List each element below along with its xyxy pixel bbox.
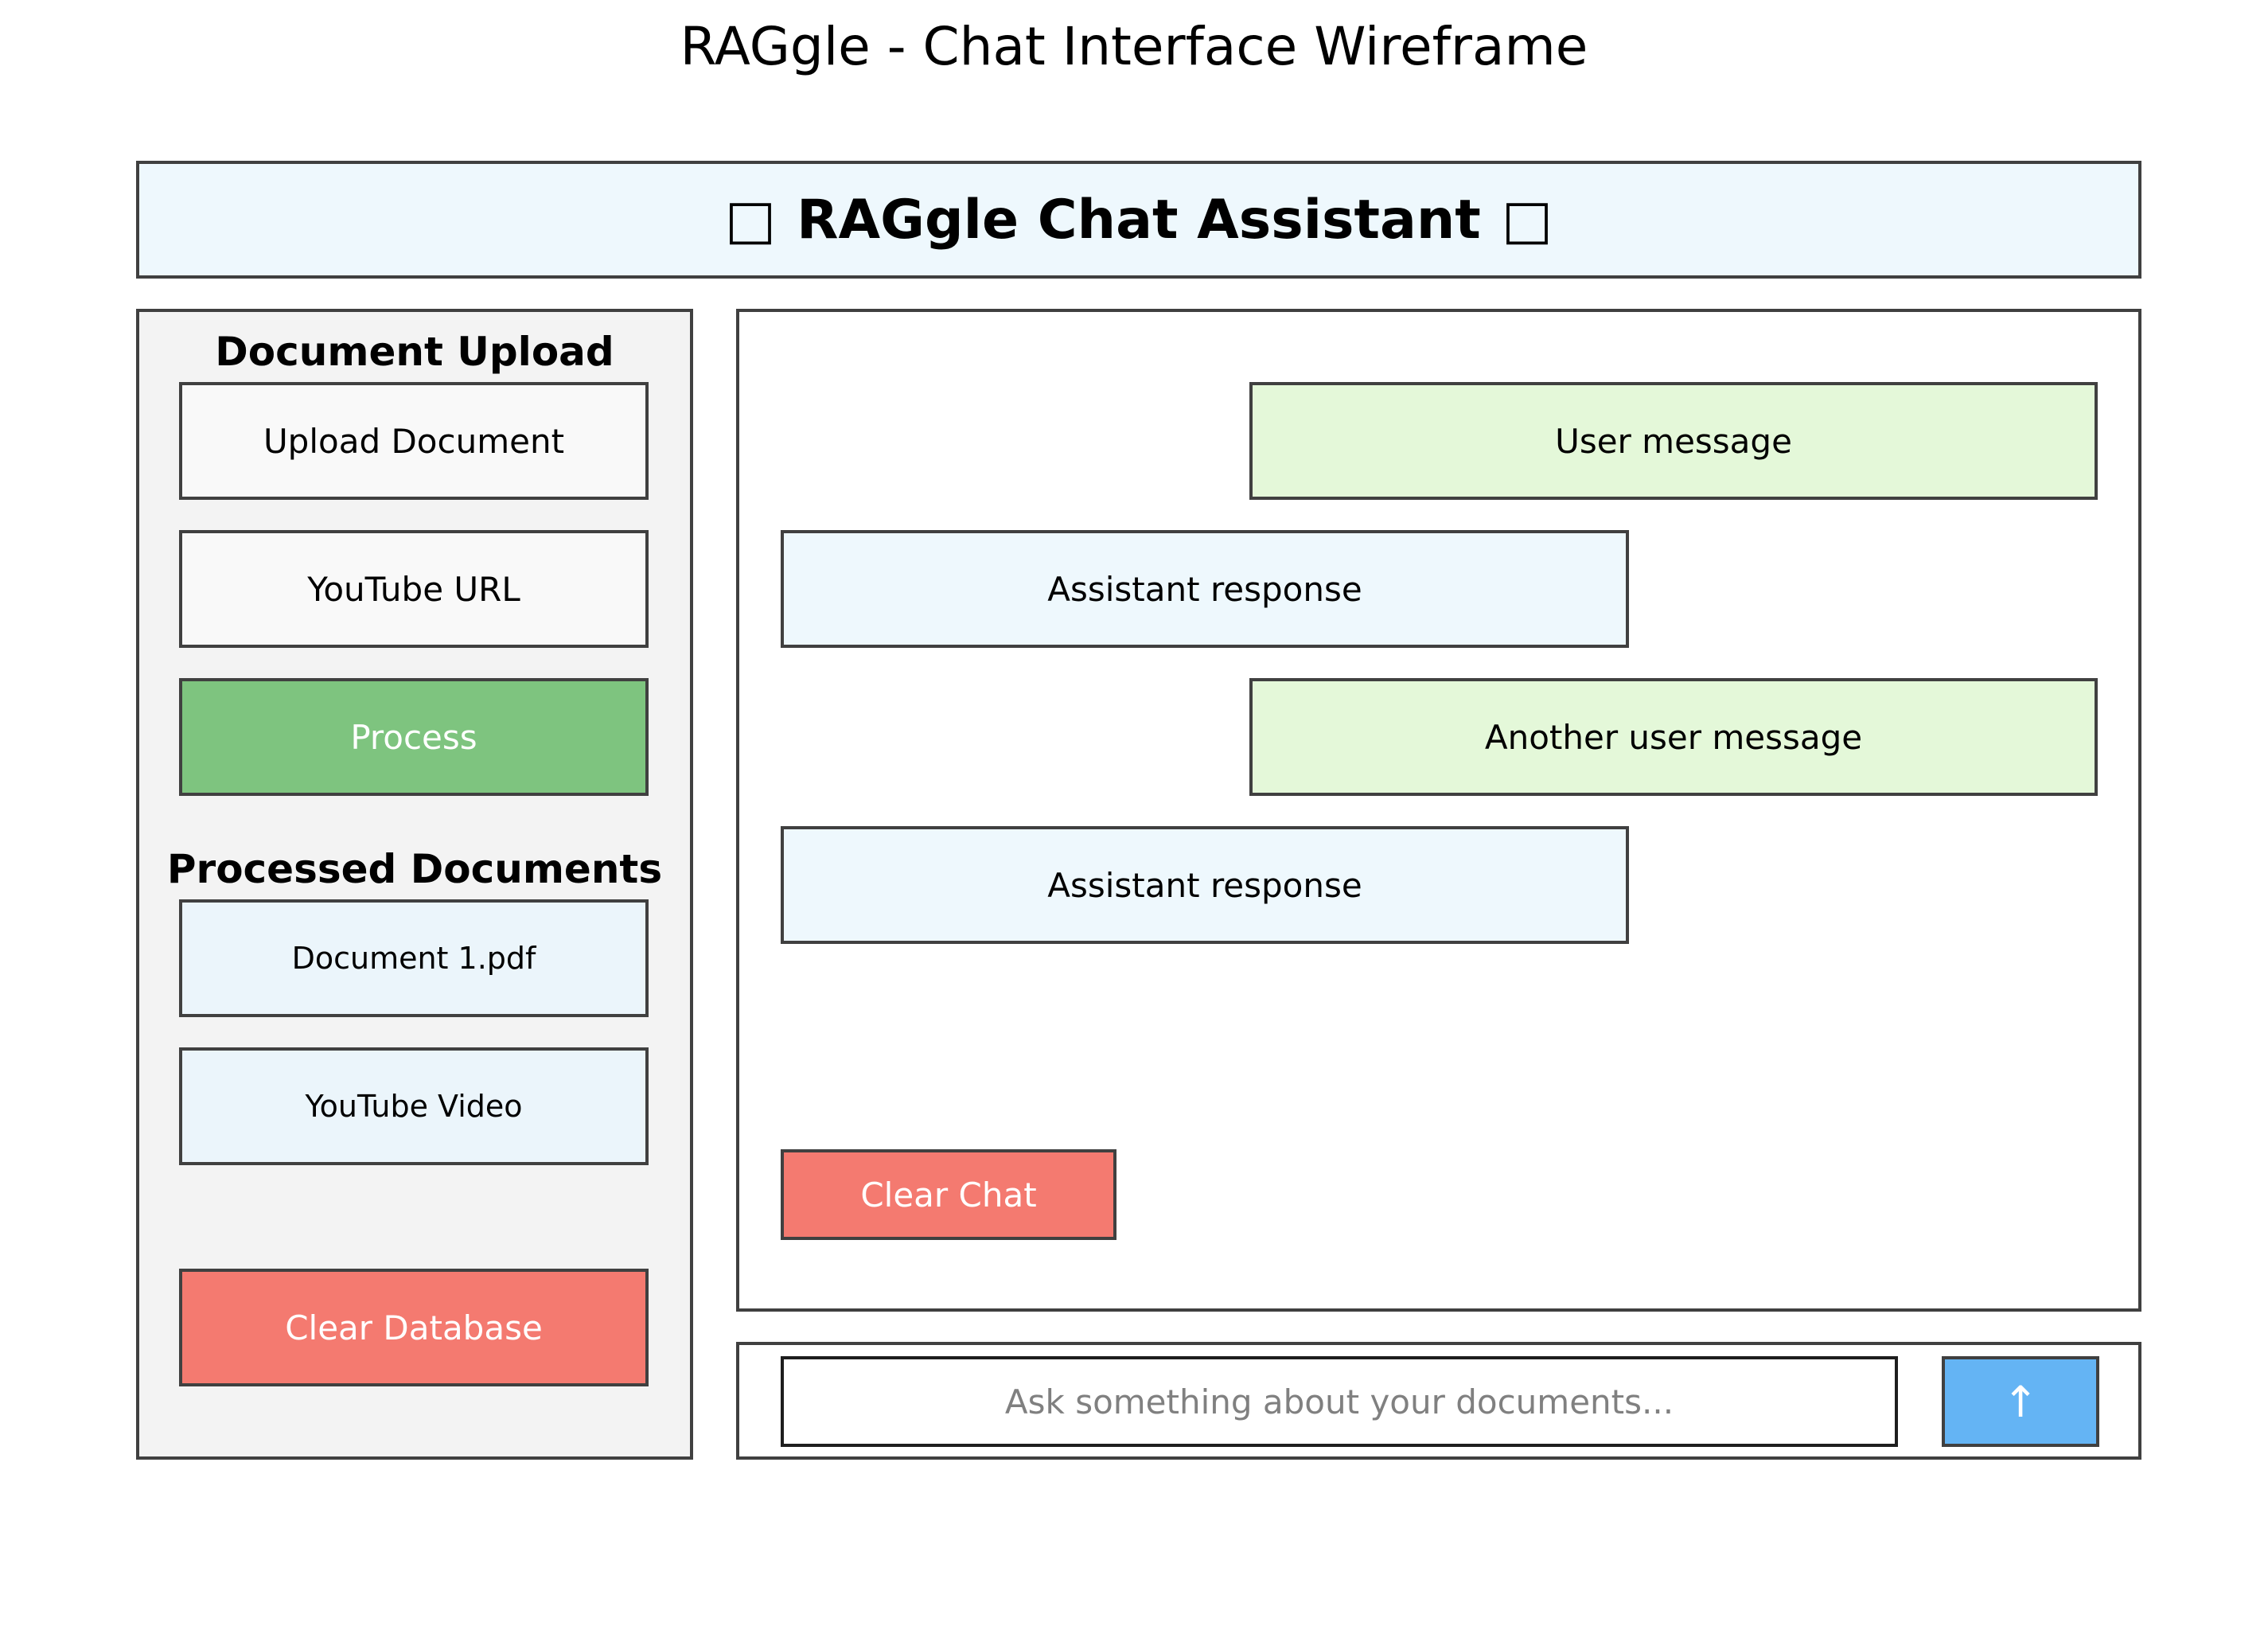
chat-input-field[interactable] [781, 1356, 1898, 1447]
clear-database-button[interactable]: Clear Database [179, 1269, 649, 1386]
header-title: RAGgle Chat Assistant [797, 188, 1481, 252]
app-header: □ RAGgle Chat Assistant □ [136, 161, 2141, 279]
header-left-icon: □ [724, 188, 777, 252]
youtube-url-input[interactable]: YouTube URL [179, 530, 649, 648]
upload-document-button[interactable]: Upload Document [179, 382, 649, 500]
send-button[interactable]: ↑ [1942, 1356, 2099, 1447]
assistant-message-bubble: Assistant response [781, 826, 1629, 944]
user-message-bubble: Another user message [1249, 678, 2098, 796]
page-title: RAGgle - Chat Interface Wireframe [680, 15, 1588, 77]
user-message-bubble: User message [1249, 382, 2098, 500]
processed-document-item[interactable]: Document 1.pdf [179, 899, 649, 1017]
header-right-icon: □ [1501, 188, 1553, 252]
sidebar [136, 309, 693, 1460]
arrow-up-icon: ↑ [2002, 1376, 2039, 1427]
assistant-message-bubble: Assistant response [781, 530, 1629, 648]
process-button[interactable]: Process [179, 678, 649, 796]
clear-chat-button[interactable]: Clear Chat [781, 1149, 1116, 1240]
processed-documents-heading: Processed Documents [166, 846, 663, 892]
processed-document-item[interactable]: YouTube Video [179, 1047, 649, 1165]
document-upload-heading: Document Upload [215, 329, 614, 375]
chat-input[interactable] [784, 1359, 1895, 1445]
